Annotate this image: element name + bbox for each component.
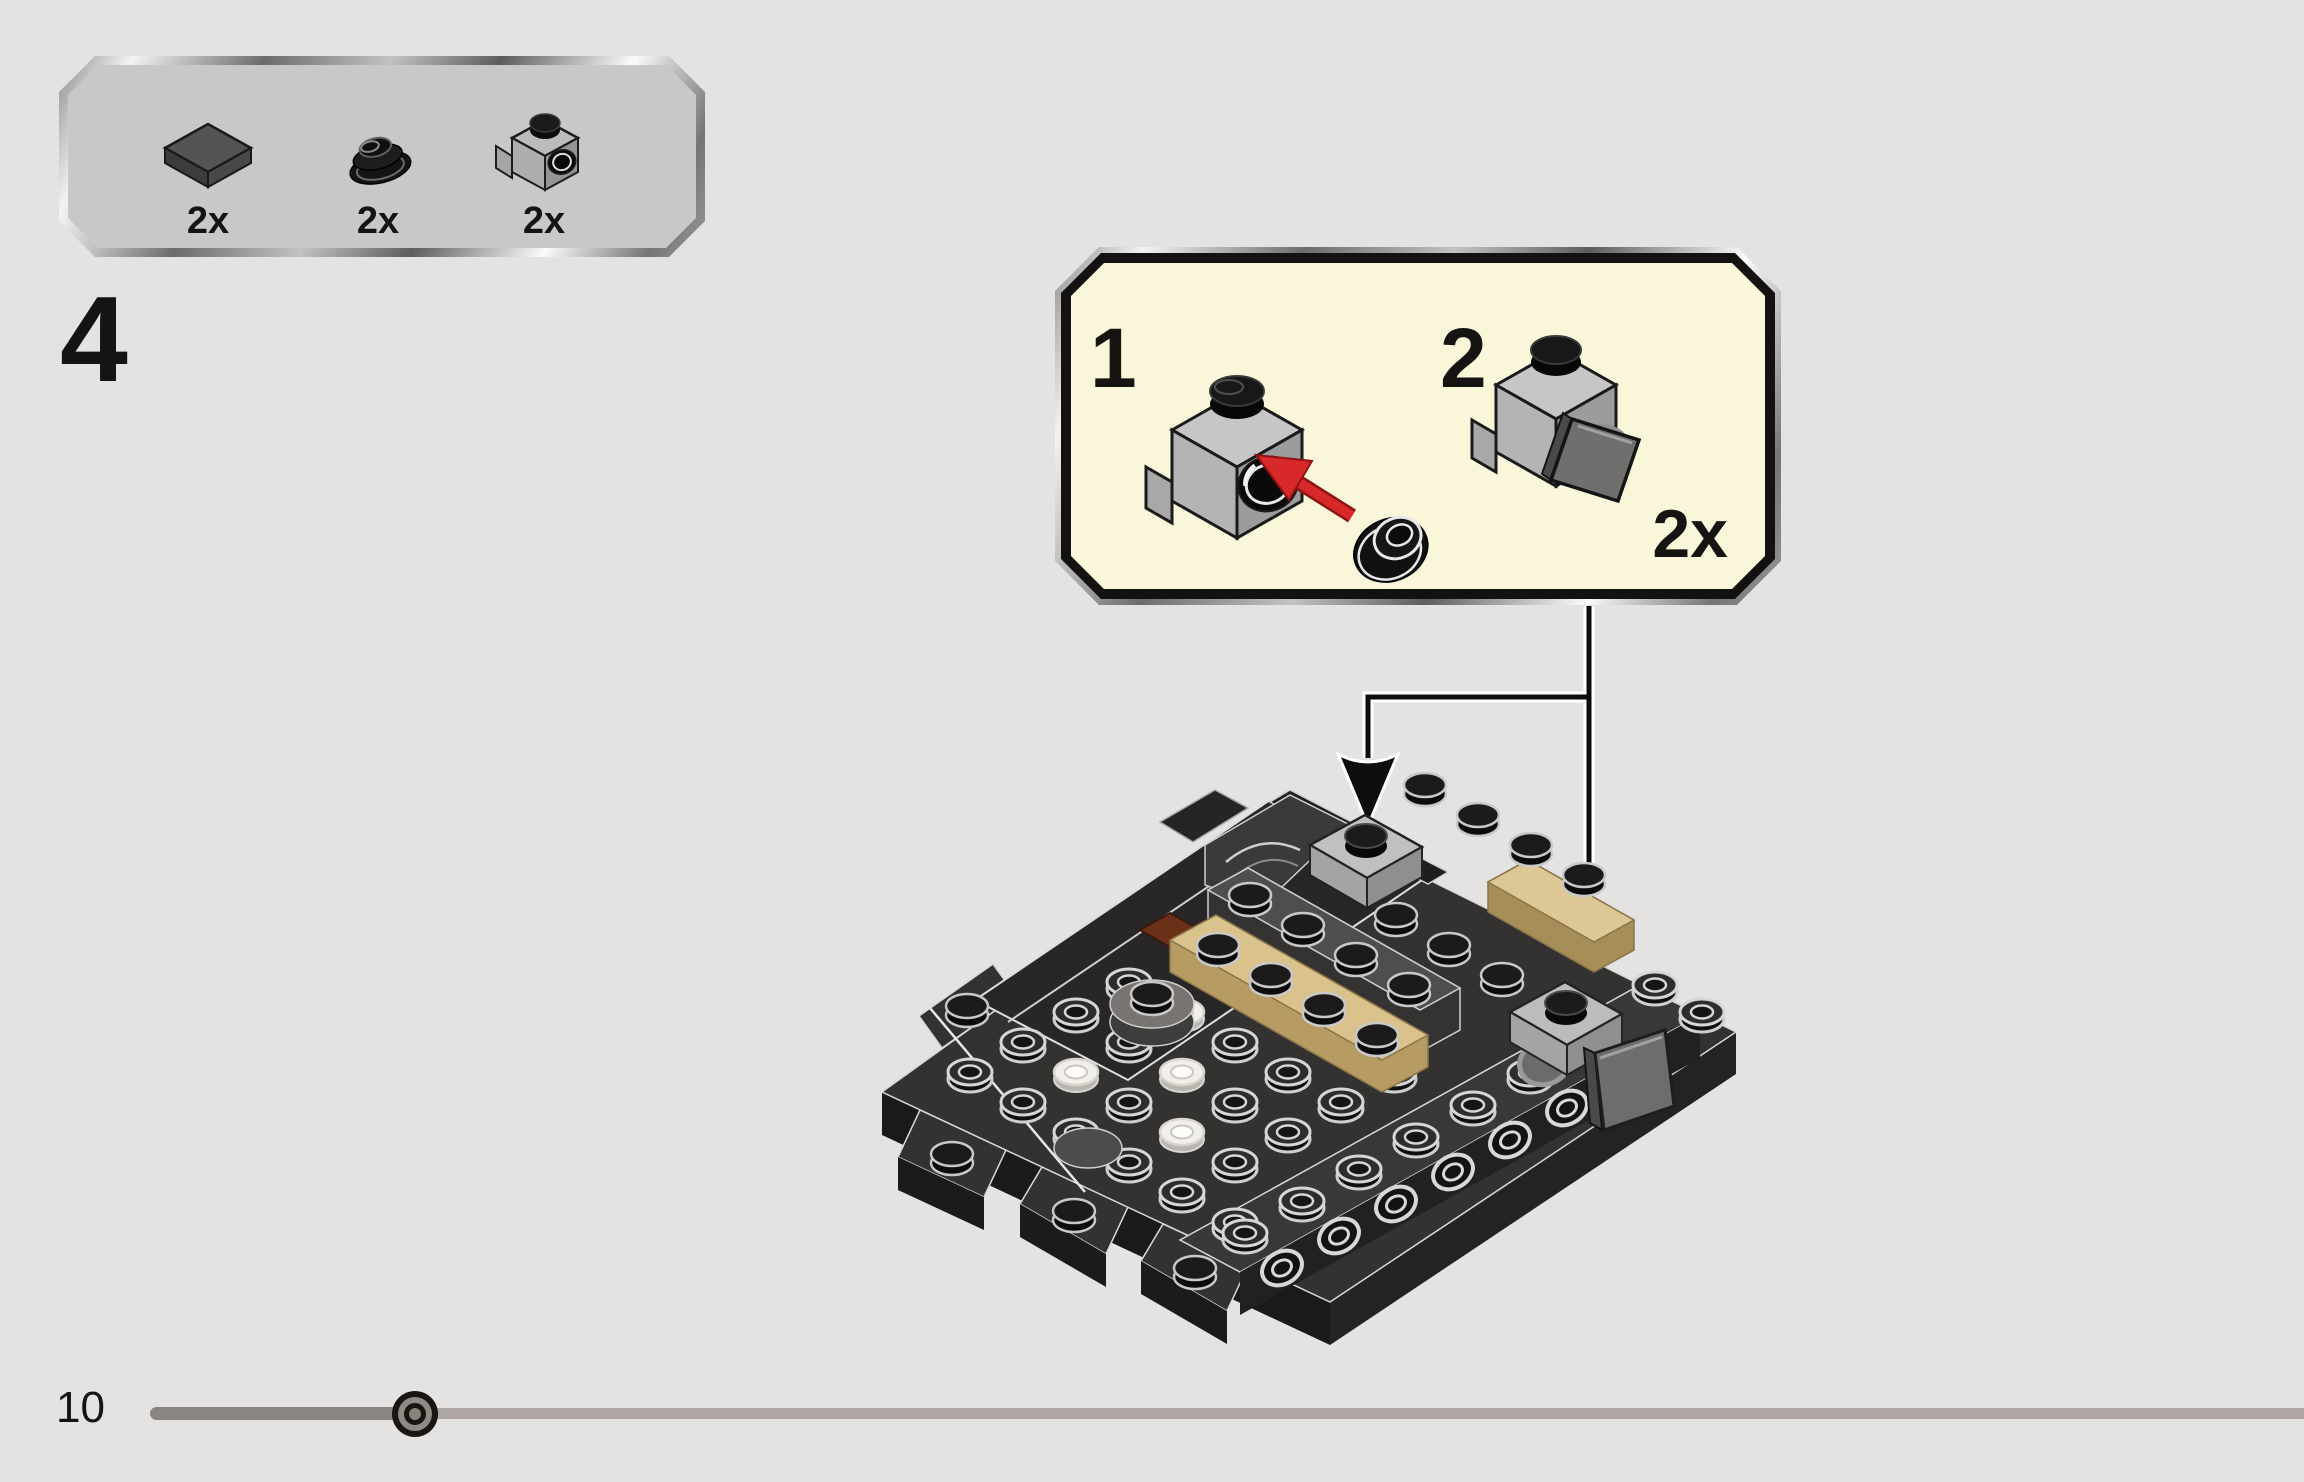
hollow-studs — [946, 967, 1726, 1255]
gray-brick-1x4 — [1206, 867, 1462, 1053]
tan-tile-1x2 — [1486, 859, 1636, 973]
callout-connector-lines — [1335, 606, 1622, 1000]
bracket-on-build-2 — [1507, 980, 1676, 1133]
step-number: 4 — [60, 271, 128, 407]
mudguard-arch — [1158, 789, 1350, 907]
callout-substep-2-number: 2 — [1440, 311, 1487, 405]
bracket-on-build-1 — [1307, 813, 1425, 910]
chassis-edge-plates — [897, 962, 1250, 1344]
callout-quantity: 2x — [1652, 496, 1728, 572]
callout-substep-1-number: 1 — [1090, 311, 1137, 405]
part-quantity: 2x — [522, 200, 566, 242]
part-quantity: 2x — [356, 200, 400, 242]
highlight-studs — [1052, 997, 1206, 1153]
brown-plate-1x1 — [1137, 911, 1208, 952]
page-number: 10 — [56, 1383, 105, 1432]
chassis-build-illustration — [880, 771, 1738, 1345]
progress-track[interactable] — [150, 1408, 2304, 1419]
progress-knob[interactable] — [391, 1391, 438, 1437]
part-quantity: 2x — [186, 200, 230, 242]
down-arrow-icon — [1335, 750, 1401, 830]
progress-knob-ring — [397, 1397, 432, 1431]
progress-knob-center — [403, 1403, 426, 1425]
progress-fill — [150, 1407, 415, 1420]
front-wall-with-ring-holes — [1178, 984, 1702, 1315]
tan-plate-1x4 — [1168, 914, 1430, 1093]
dark-gray-tile-on-side — [1582, 1028, 1676, 1133]
solid-studs — [929, 771, 1607, 1291]
gray-round-plate — [1053, 979, 1195, 1169]
down-arrow-icon — [1556, 920, 1622, 1000]
